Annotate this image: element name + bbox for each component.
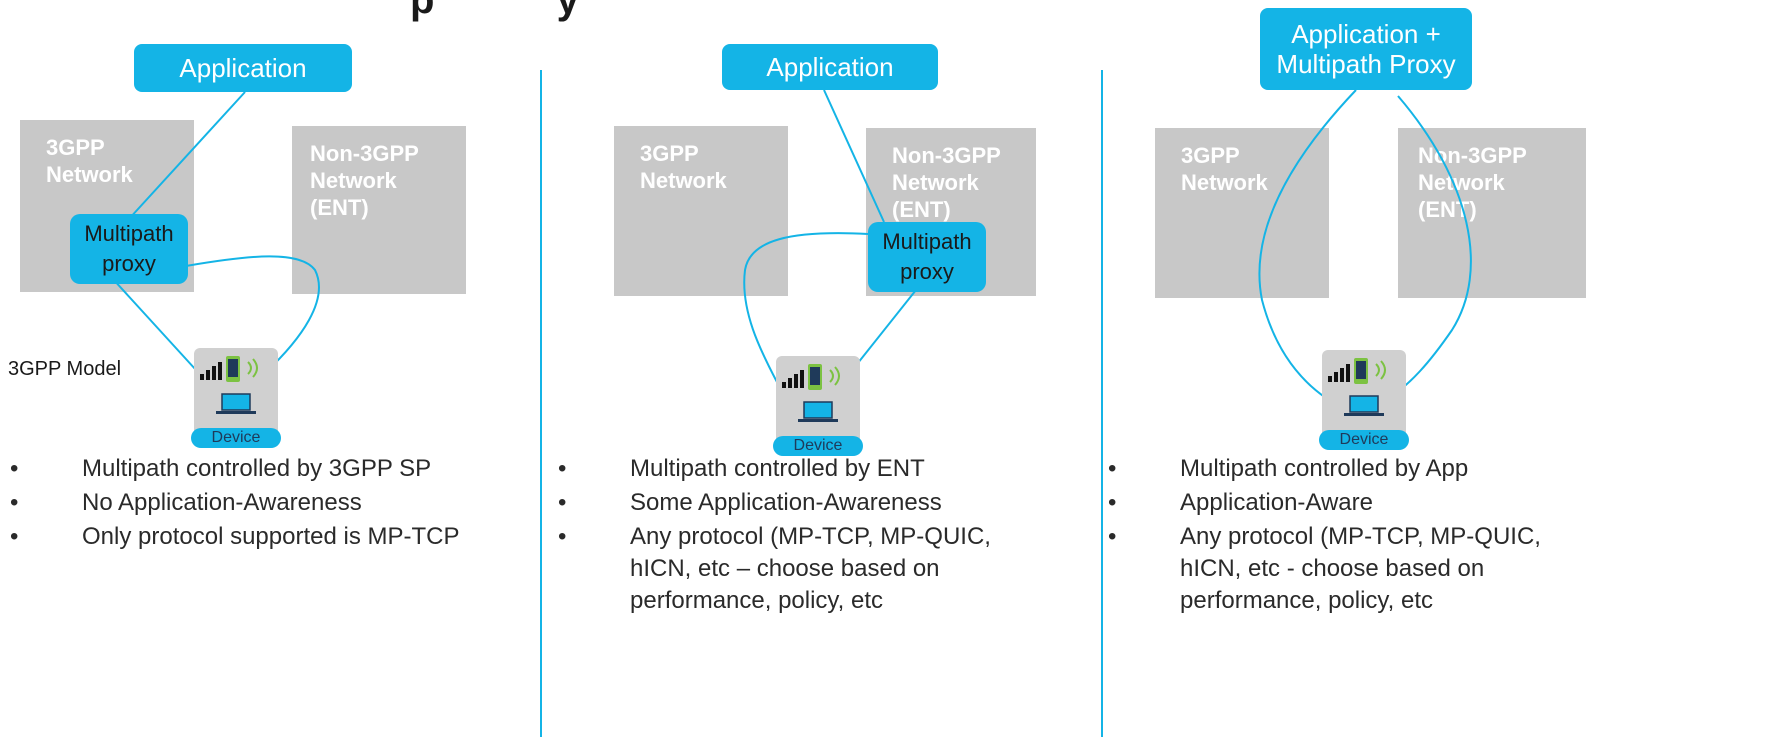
panel3-device: Device: [1319, 350, 1409, 450]
smartphone-icon: [1354, 358, 1368, 384]
panel2-multipath-proxy: Multipath proxy: [868, 222, 986, 292]
slide-title-fragment: p y: [410, 0, 579, 22]
list-item: Any protocol (MP-TCP, MP-QUIC, hICN, etc…: [1098, 521, 1578, 617]
wifi-icon: [829, 366, 840, 386]
panel1-bullets: Multipath controlled by 3GPP SP No Appli…: [0, 453, 480, 555]
panel-divider-1: [540, 70, 542, 737]
wifi-icon: [1375, 360, 1386, 380]
list-item: Any protocol (MP-TCP, MP-QUIC, hICN, etc…: [548, 521, 1038, 617]
panel-divider-2: [1101, 70, 1103, 737]
panel1-device: Device: [191, 348, 281, 448]
laptop-icon: [798, 401, 838, 422]
panel3-application-proxy-box: Application + Multipath Proxy: [1260, 8, 1472, 90]
panel3-3gpp-network: 3GPP Network: [1155, 128, 1329, 298]
device-icons: [1328, 358, 1386, 416]
signal-bars-icon: [200, 362, 222, 380]
list-item: Multipath controlled by ENT: [548, 453, 1038, 485]
list-item: No Application-Awareness: [0, 487, 480, 519]
panel1-multipath-proxy: Multipath proxy: [70, 214, 188, 284]
panel2-device-label: Device: [773, 436, 863, 456]
panel1-application-box: Application: [134, 44, 352, 92]
signal-bars-icon: [782, 370, 804, 388]
signal-bars-icon: [1328, 364, 1350, 382]
smartphone-icon: [226, 356, 240, 382]
list-item: Multipath controlled by App: [1098, 453, 1578, 485]
list-item: Multipath controlled by 3GPP SP: [0, 453, 480, 485]
panel2-3gpp-network: 3GPP Network: [614, 126, 788, 296]
laptop-icon: [1344, 395, 1384, 416]
panel2-device: Device: [773, 356, 863, 456]
panel3-device-label: Device: [1319, 430, 1409, 450]
panel3-non3gpp-network: Non-3GPP Network (ENT): [1398, 128, 1586, 298]
panel1-non3gpp-network: Non-3GPP Network (ENT): [292, 126, 466, 294]
smartphone-icon: [808, 364, 822, 390]
list-item: Only protocol supported is MP-TCP: [0, 521, 480, 553]
list-item: Application-Aware: [1098, 487, 1578, 519]
wifi-icon: [247, 358, 258, 378]
panel3-bullets: Multipath controlled by App Application-…: [1098, 453, 1578, 619]
panel2-bullets: Multipath controlled by ENT Some Applica…: [548, 453, 1038, 619]
panel2-application-box: Application: [722, 44, 938, 90]
laptop-icon: [216, 393, 256, 414]
list-item: Some Application-Awareness: [548, 487, 1038, 519]
device-icons: [782, 364, 840, 422]
panel1-model-label: 3GPP Model: [8, 358, 122, 380]
device-icons: [200, 356, 258, 414]
panel1-device-label: Device: [191, 428, 281, 448]
